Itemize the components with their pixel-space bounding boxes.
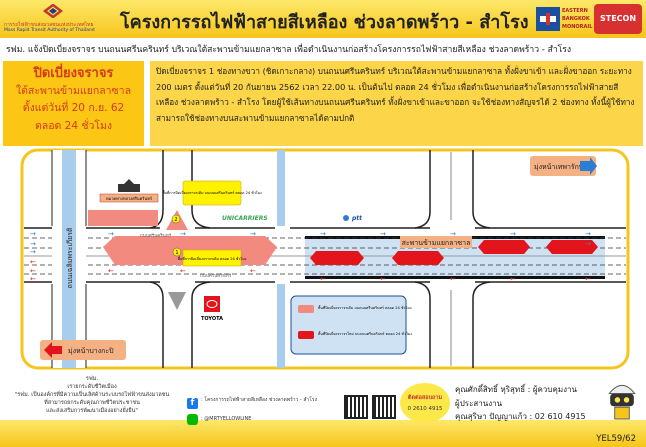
svg-text:←: ← xyxy=(250,267,256,275)
eastern-bangkok-monorail-logo xyxy=(536,7,560,31)
svg-text:←: ← xyxy=(108,267,114,275)
svg-text:←: ← xyxy=(320,275,326,283)
marker-2: 2 xyxy=(174,217,177,223)
org-name-th: การรถไฟฟ้าขนส่งมวลชนแห่งประเทศไทย xyxy=(4,22,94,28)
vision-line: รฟม. xyxy=(85,376,99,382)
vision-line: และส่งเสริมการพัฒนาเมืองอย่างยั่งยืน" xyxy=(46,408,138,414)
vision-line: ที่สามารถยกระดับคุณภาพชีวิตประชาชน xyxy=(44,400,140,406)
svg-text:←: ← xyxy=(380,275,386,283)
notice-date: ตั้งแต่วันที่ 20 ก.ย. 62 xyxy=(22,102,125,114)
svg-text:→: → xyxy=(108,230,114,238)
cross-road-label: ถนนเฉลิมพระเกียรติ xyxy=(66,227,74,288)
callout-2: พื้นที่การปิดเบี่ยงจราจรเดิม บนถนนศรีนคร… xyxy=(162,190,262,195)
contact-phone: 0 2610 4915 xyxy=(407,406,443,412)
notice-detail: ปิดเบี่ยงจราจร 1 ช่องทางขวา (ชิดเกาะกลาง… xyxy=(150,61,643,146)
svg-text:←: ← xyxy=(30,267,36,275)
legend-swatch-existing xyxy=(298,305,314,313)
svg-text:→: → xyxy=(180,230,186,238)
direction-sign-bangkapi xyxy=(40,340,126,360)
toyota-logo xyxy=(204,296,220,312)
svg-text:→: → xyxy=(585,230,591,238)
notice-summary: ปิดเบี่ยงจราจร ใต้สะพานข้ามแยกลาซาล ตั้ง… xyxy=(3,61,144,146)
outbound-flow-arrows: ←←←←←←←←←←← xyxy=(30,258,591,283)
qr-code-facebook xyxy=(344,395,368,419)
line-icon xyxy=(187,414,198,425)
svg-text:→: → xyxy=(30,230,36,238)
traffic-map: ถนนเฉลิมพระเกียรติ สะพานข้ามแยกลาซาล ถนน… xyxy=(20,148,630,370)
org-name-en: Mass Rapid Transit Authority of Thailand xyxy=(4,28,95,33)
legend-existing: พื้นที่ปิดเบี่ยงจราจรเดิม บนถนนศรีนครินท… xyxy=(318,305,412,310)
ptt-icon xyxy=(343,215,349,221)
eastern-bangkok-monorail-name: EASTERN BANGKOK MONORAIL xyxy=(562,8,593,30)
mascot-icon xyxy=(608,384,636,420)
closure-zones-new xyxy=(310,240,598,265)
unicarriers-landmark: UNICARRIERS xyxy=(222,215,268,222)
road-label: ถนนศรีนครินทร์ xyxy=(200,272,232,279)
landmark-highway-office: หมวดทางหลวงศรีนครินทร์ xyxy=(106,196,153,201)
contact-badge: ติดต่อสอบถาม 0 2610 4915 xyxy=(400,383,450,423)
mrta-logo: การรถไฟฟ้าขนส่งมวลชนแห่งประเทศไทย Mass R… xyxy=(4,4,104,34)
svg-text:→: → xyxy=(510,230,516,238)
page-title: โครงการรถไฟฟ้าสายสีเหลือง ช่วงลาดพร้าว -… xyxy=(120,12,529,33)
mrta-logo-icon xyxy=(42,4,64,18)
svg-text:←: ← xyxy=(30,258,36,266)
callout-1: พื้นที่การปิดเบี่ยงจราจรเดิม ตลอด 24 ชั่… xyxy=(178,256,247,261)
svg-text:→: → xyxy=(320,230,326,238)
svg-text:←: ← xyxy=(30,275,36,283)
svg-text:←: ← xyxy=(510,275,516,283)
vision-line: เรายกระดับชีวิตเมือง xyxy=(67,384,117,390)
ptt-landmark: ptt xyxy=(351,215,363,222)
building-icon xyxy=(118,179,140,192)
svg-text:→: → xyxy=(585,240,591,248)
mrta-vision: รฟม. เรายกระดับชีวิตเมือง "รฟม. เป็นองค์… xyxy=(0,375,184,415)
stecon-logo: STECON xyxy=(594,4,642,34)
document-code: YEL59/62 xyxy=(596,434,636,444)
bridge-label: สะพานข้ามแยกลาซาล xyxy=(402,239,471,247)
inbound-flow-arrows: →→→→→→→→→→→→ xyxy=(30,230,591,256)
arrow-right-icon xyxy=(580,157,597,175)
contact-title: ติดต่อสอบถาม xyxy=(407,395,443,401)
line-account[interactable]: : @MRTYELLOWLINE xyxy=(201,416,252,422)
vision-line: "รฟม. เป็นองค์กรที่มีความเป็นเลิศด้านระบ… xyxy=(14,392,170,398)
facebook-page[interactable]: : โครงการรถไฟฟ้าสายสีเหลือง ช่วงลาดพร้าว… xyxy=(201,397,318,403)
legend-new: พื้นที่ปิดเบี่ยงจราจรใหม่ บนถนนศรีนครินท… xyxy=(318,331,412,336)
contact-person-coordinator: คุณสุริษา ปัญญาแก้ว : 02 610 4915 xyxy=(455,412,586,421)
direction-sign-thepharak xyxy=(530,156,596,176)
road-label: ถนนศรีนครินทร์ xyxy=(140,232,172,239)
legend-swatch-new xyxy=(298,331,314,339)
marker-1: 1 xyxy=(175,250,178,256)
notice-duration: ตลอด 24 ชั่วโมง xyxy=(34,119,113,132)
contact-person-supervisor: คุณศักดิ์สิทธิ์ หุริสุทธิ์ : ผู้ควบคุมงา… xyxy=(455,385,577,394)
contact-coordinator-label: ผู้ประสานงาน xyxy=(455,399,503,408)
qr-code-line xyxy=(372,395,396,419)
footer-banner xyxy=(0,420,646,447)
elevated-road xyxy=(62,150,76,368)
direction-label-thepharak: มุ่งหน้าเทพารักษ์ xyxy=(534,163,584,171)
announcement-subtitle: รฟม. แจ้งปิดเบี่ยงจราจร บนถนนศรีนครินทร์… xyxy=(6,45,572,55)
svg-text:←: ← xyxy=(180,267,186,275)
svg-text:→: → xyxy=(30,240,36,248)
svg-text:←: ← xyxy=(585,275,591,283)
svg-text:←: ← xyxy=(450,275,456,283)
svg-text:→: → xyxy=(450,230,456,238)
toyota-landmark: TOYOTA xyxy=(201,316,223,322)
svg-text:→: → xyxy=(250,230,256,238)
svg-text:→: → xyxy=(380,230,386,238)
arrow-left-icon xyxy=(44,342,62,358)
notice-location: ใต้สะพานข้ามแยกลาซาล xyxy=(15,84,132,97)
facebook-icon: f xyxy=(187,398,198,409)
direction-label-bangkapi: มุ่งหน้าบางกะปิ xyxy=(68,347,114,355)
notice-heading: ปิดเบี่ยงจราจร xyxy=(33,66,114,81)
map-legend xyxy=(290,295,407,355)
svg-text:→: → xyxy=(30,248,36,256)
